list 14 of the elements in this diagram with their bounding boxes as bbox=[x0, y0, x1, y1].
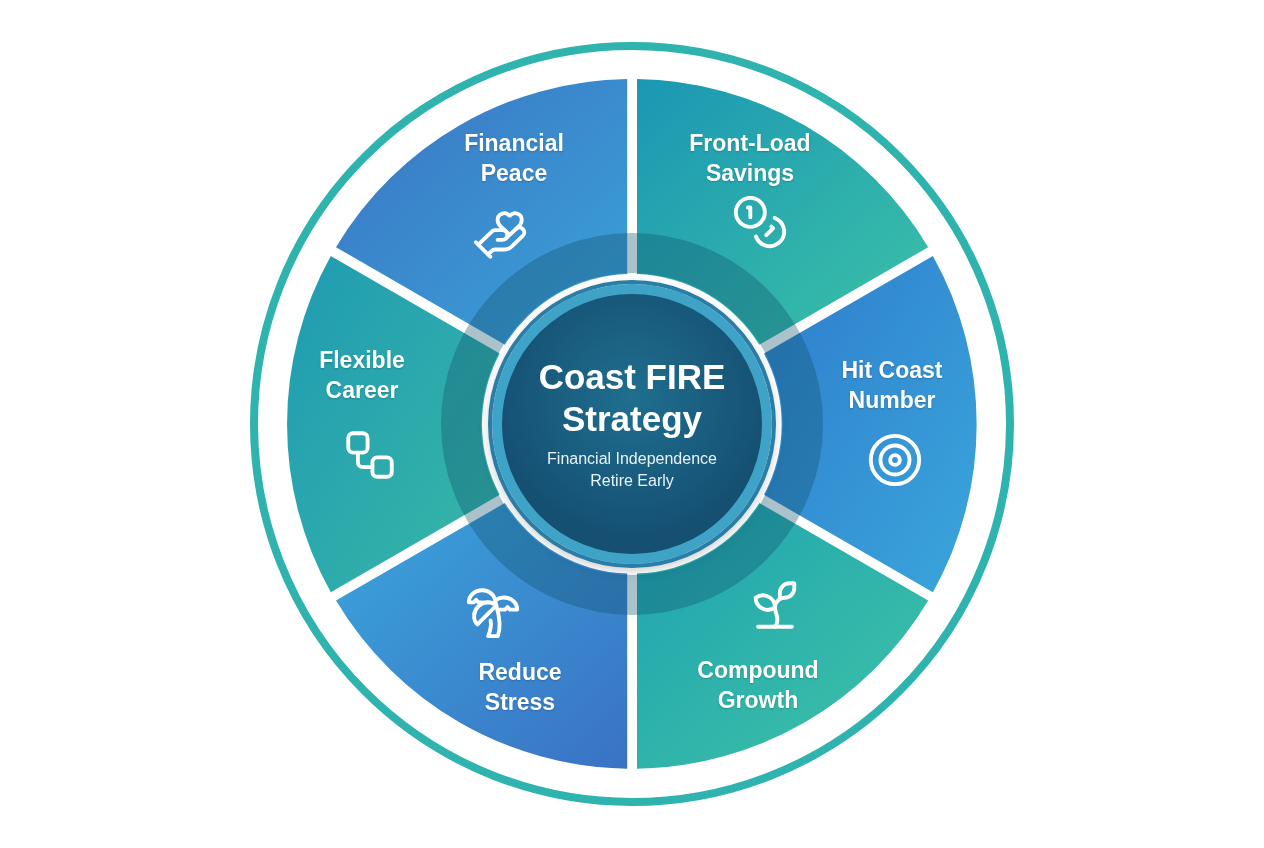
center-title: Coast FIRE Strategy bbox=[537, 356, 727, 440]
wheel-segment bbox=[637, 503, 929, 769]
segment-title: Financial Peace bbox=[463, 129, 565, 188]
wheel-segment bbox=[287, 255, 500, 593]
center-subtitle: Financial Independence Retire Early bbox=[546, 449, 718, 491]
segment-title: Hit Coast Number bbox=[840, 356, 944, 415]
wheel-segment bbox=[637, 79, 929, 345]
wheel-segment bbox=[335, 79, 627, 345]
wheel-segment bbox=[764, 255, 977, 593]
segment-title: Reduce Stress bbox=[477, 658, 563, 717]
segment-title: Flexible Career bbox=[318, 346, 406, 405]
segment-title: Compound Growth bbox=[696, 656, 820, 715]
wheel-segment bbox=[335, 503, 627, 769]
segment-title: Front-Load Savings bbox=[688, 129, 812, 188]
